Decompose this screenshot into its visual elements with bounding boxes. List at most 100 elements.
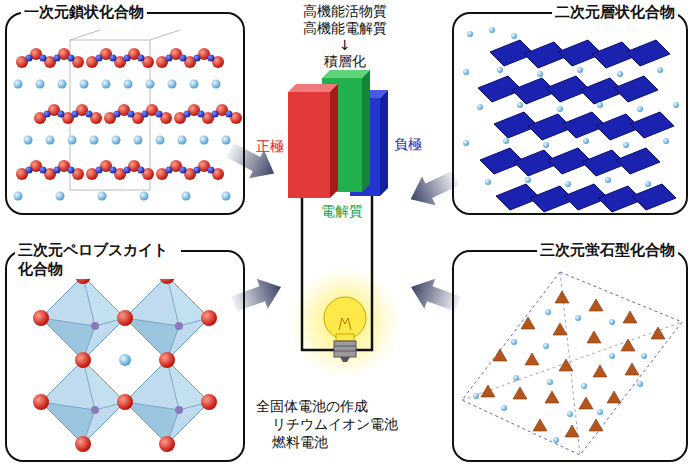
crystal-part bbox=[497, 67, 503, 73]
crystal-part bbox=[657, 67, 663, 73]
crystal-part bbox=[14, 192, 23, 201]
crystal-part bbox=[609, 353, 615, 359]
crystal-part bbox=[324, 297, 366, 339]
battery-stack bbox=[288, 70, 388, 198]
panel-heading: 二次元層状化合物 bbox=[552, 3, 678, 22]
crystal-part bbox=[641, 353, 647, 359]
crystal-part bbox=[489, 27, 495, 33]
crystal-part bbox=[496, 184, 676, 212]
crystal-part bbox=[339, 318, 351, 330]
text-label: 負極 bbox=[394, 136, 422, 153]
crystal-part bbox=[517, 102, 523, 108]
crystal-part bbox=[288, 92, 330, 198]
crystal-part bbox=[222, 136, 231, 145]
crystal-part bbox=[330, 84, 338, 198]
compound-panel: 二次元層状化合物 bbox=[452, 12, 688, 215]
crystal-part bbox=[565, 425, 579, 437]
crystal-part bbox=[16, 48, 84, 68]
crystal-part bbox=[58, 80, 67, 89]
crystal-part bbox=[212, 80, 221, 89]
crystal-part bbox=[33, 394, 49, 410]
crystal-part bbox=[553, 437, 559, 443]
compound-panel: 三次元ペロブスカイト 化合物 bbox=[5, 250, 245, 462]
crystal-part bbox=[651, 327, 665, 339]
crystal-part bbox=[16, 160, 84, 180]
text-label: ↓ bbox=[339, 37, 351, 54]
crystal-part bbox=[41, 360, 125, 444]
crystal-part bbox=[663, 138, 669, 144]
perovskite-structure bbox=[33, 268, 217, 452]
crystal-part bbox=[545, 391, 559, 403]
crystal-part bbox=[182, 192, 191, 201]
crystal-part bbox=[200, 136, 209, 145]
text-label: 正極 bbox=[256, 138, 284, 155]
crystal-part bbox=[75, 352, 91, 368]
crystal-part bbox=[117, 394, 133, 410]
text-label: 積層化 bbox=[324, 53, 366, 70]
crystal-part bbox=[117, 310, 133, 326]
crystal-part bbox=[36, 80, 45, 89]
crystal-part bbox=[201, 310, 217, 326]
crystal-part bbox=[621, 339, 635, 351]
crystal-part bbox=[525, 353, 539, 365]
crystal-part bbox=[557, 106, 563, 112]
crystal-part bbox=[513, 387, 527, 399]
crystal-part bbox=[609, 319, 615, 325]
crystal-part bbox=[174, 104, 242, 124]
crystal-part bbox=[68, 136, 77, 145]
crystal-part bbox=[481, 385, 495, 397]
crystal-part bbox=[334, 351, 356, 352]
crystal-part bbox=[637, 106, 643, 112]
crystal-part bbox=[543, 343, 549, 349]
crystal-part bbox=[112, 136, 121, 145]
crystal-part bbox=[567, 411, 573, 417]
crystal-part bbox=[645, 181, 651, 187]
crystal-part bbox=[467, 31, 473, 37]
crystal-part bbox=[98, 192, 107, 201]
text-label: 全固体電池の作成 bbox=[256, 398, 368, 415]
crystal-part bbox=[547, 379, 553, 385]
fluorite-structure bbox=[462, 272, 682, 455]
crystal-part bbox=[134, 136, 143, 145]
crystal-part bbox=[493, 349, 507, 361]
crystal-part bbox=[490, 40, 670, 68]
crystal-part bbox=[24, 136, 33, 145]
crystal-part bbox=[334, 346, 356, 347]
crystal-part bbox=[637, 381, 643, 387]
crystal-part bbox=[673, 102, 679, 108]
crystal-part bbox=[41, 276, 125, 360]
layered-structure bbox=[463, 27, 679, 212]
crystal-part bbox=[168, 80, 177, 89]
text-label: 電解質 bbox=[321, 203, 363, 220]
crystal-part bbox=[146, 80, 155, 89]
crystal-part bbox=[513, 375, 519, 381]
crystal-part bbox=[480, 148, 660, 176]
crystal-part bbox=[178, 136, 187, 145]
crystal-part bbox=[463, 140, 469, 146]
crystal-part bbox=[605, 177, 611, 183]
crystal-part bbox=[577, 67, 583, 73]
crystal-part bbox=[463, 69, 469, 75]
crystal-part bbox=[14, 80, 23, 89]
crystal-part bbox=[222, 192, 231, 201]
panel-heading: 三次元ペロブスカイト 化合物 bbox=[15, 241, 181, 279]
crystal-part bbox=[336, 334, 354, 341]
crystal-part bbox=[485, 179, 491, 185]
wire bbox=[302, 196, 372, 350]
crystal-part bbox=[617, 71, 623, 77]
crystal-part bbox=[33, 310, 49, 326]
crystal-part bbox=[579, 397, 593, 409]
crystal-part bbox=[150, 30, 180, 40]
crystal-part bbox=[102, 80, 111, 89]
compound-panel: 一次元鎖状化合物 bbox=[5, 12, 245, 215]
crystal-part bbox=[478, 76, 658, 104]
crystal-part bbox=[593, 365, 607, 377]
crystal-part bbox=[125, 276, 209, 360]
crystal-part bbox=[124, 80, 133, 89]
crystal-part bbox=[86, 48, 154, 68]
crystal-part bbox=[501, 405, 507, 411]
crystal-part bbox=[288, 84, 338, 92]
crystal-part bbox=[625, 363, 639, 375]
